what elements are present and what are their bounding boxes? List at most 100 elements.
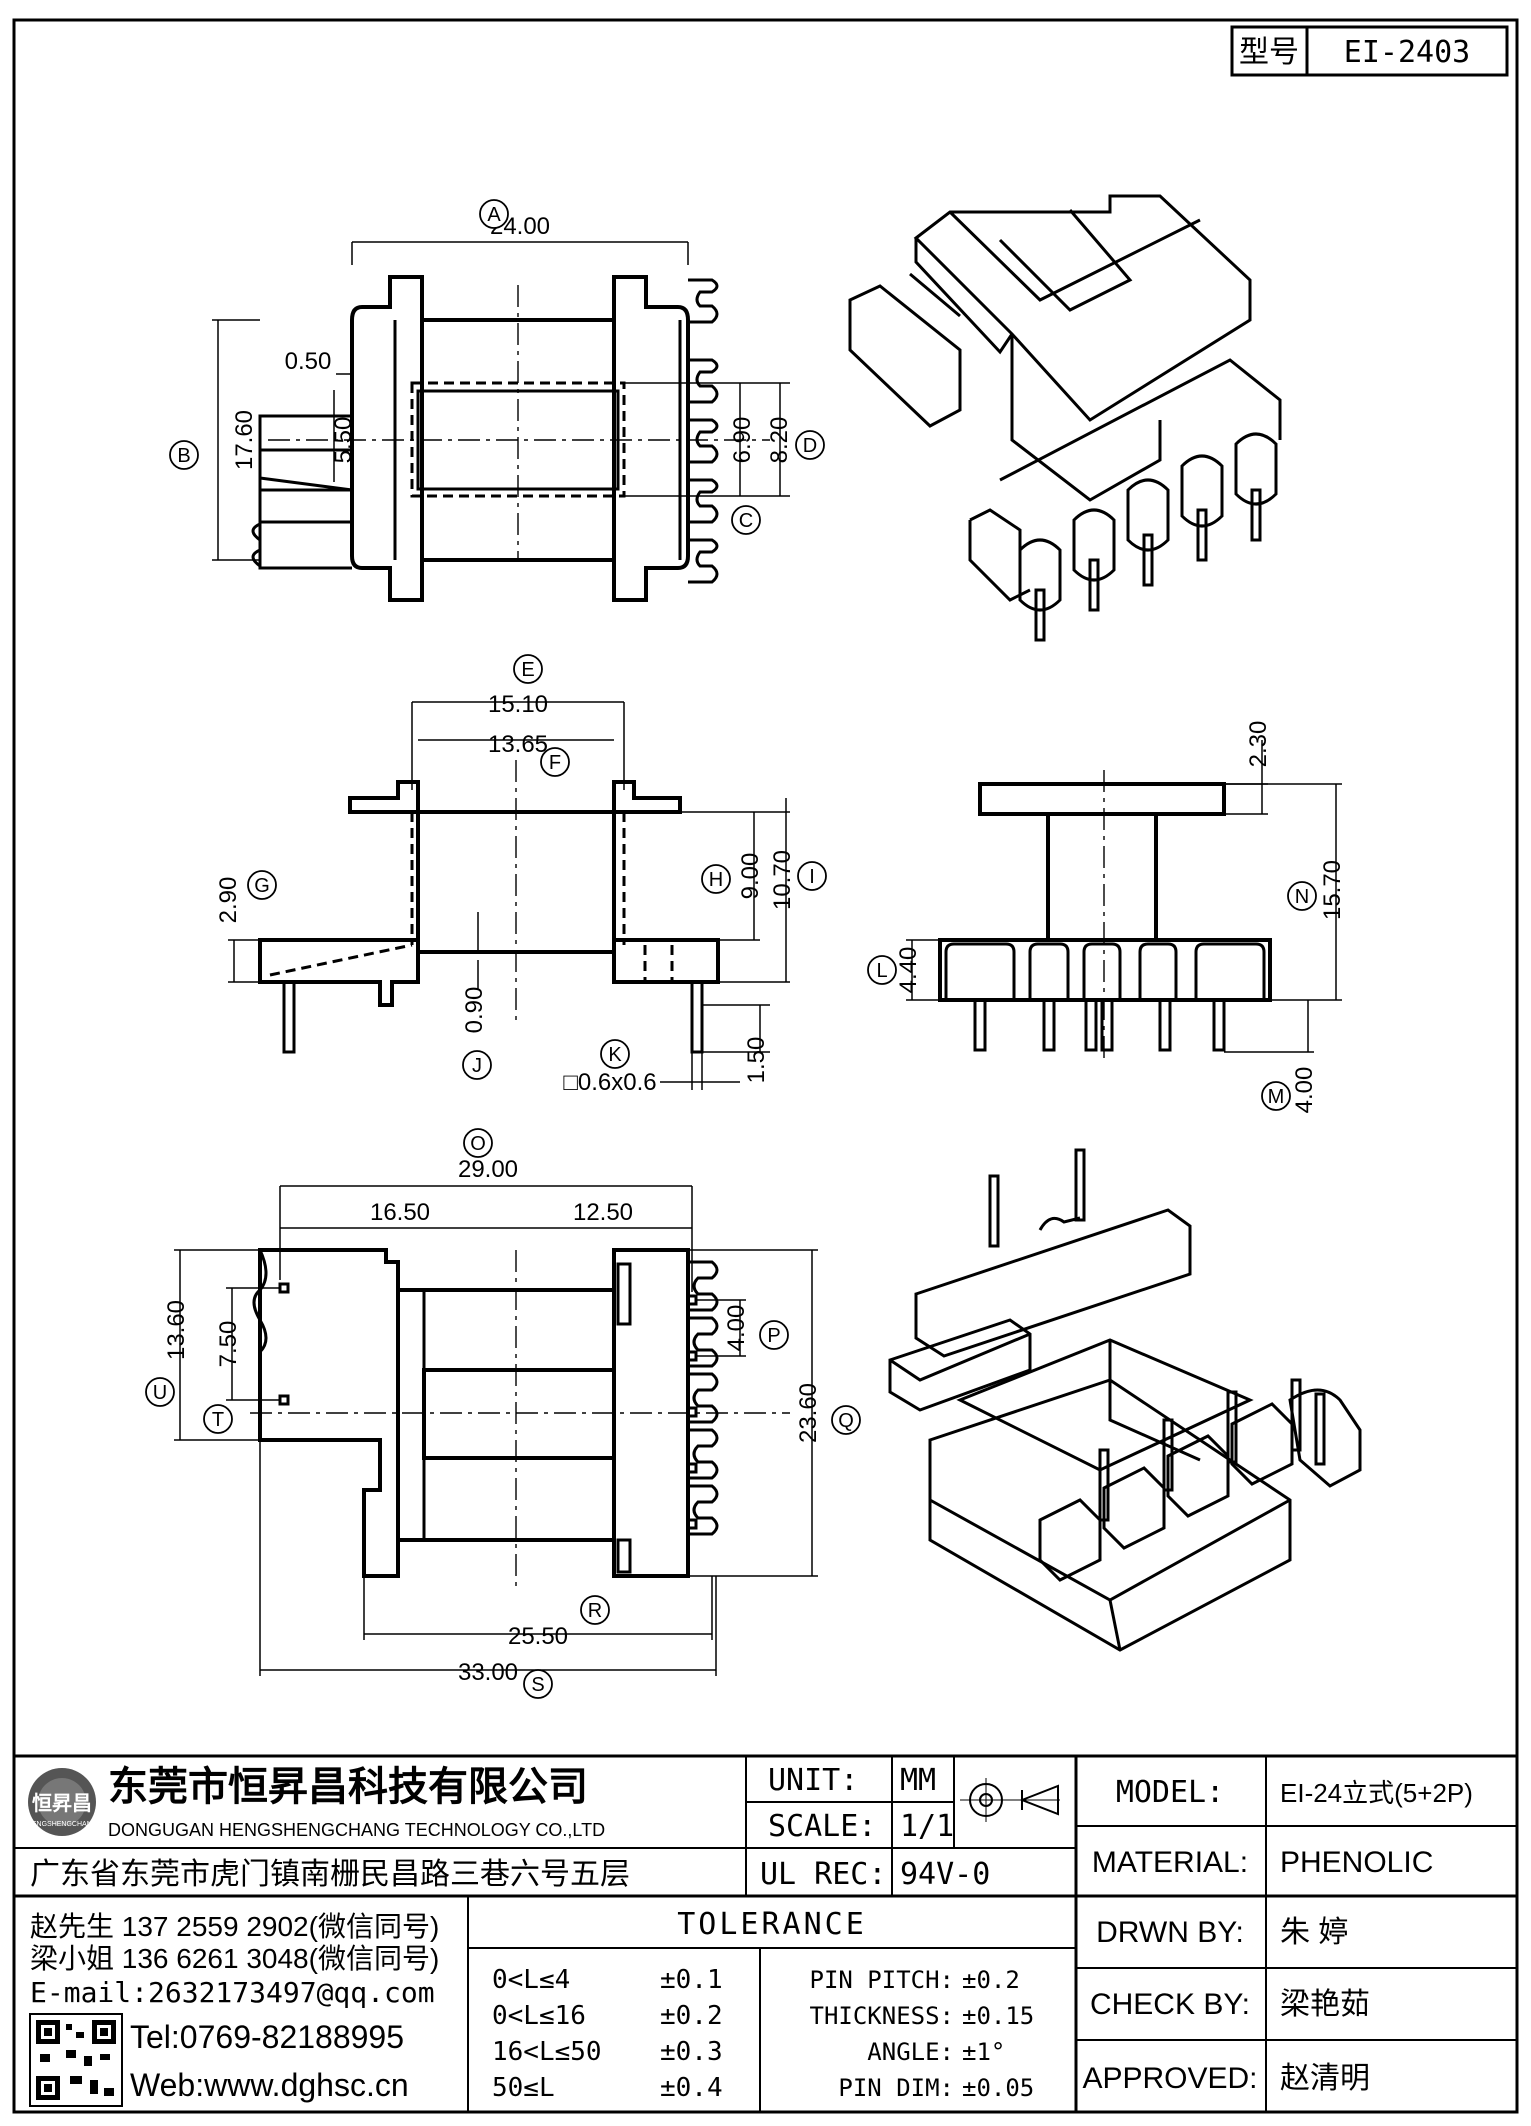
check-label: CHECK BY:: [1090, 1988, 1250, 2021]
tolerance-table: 0<L≤4±0.10<L≤16±0.216<L≤50±0.350≤L±0.4PI…: [492, 1965, 1034, 2103]
callout-letter: Q: [838, 1410, 854, 1432]
callout-g: G: [247, 870, 277, 900]
callout-letter: A: [487, 204, 501, 226]
callout-letter: P: [767, 1325, 780, 1347]
dim-O: 29.00: [458, 1156, 518, 1183]
dim-6-90: 6.90: [729, 417, 756, 464]
callout-c: C: [731, 505, 761, 535]
drawn-value: 朱 婷: [1280, 1916, 1348, 1949]
callout-letter: S: [531, 1674, 544, 1696]
tolerance-extra-value: ±0.2: [962, 1966, 1020, 1994]
company-logo: 恒昇昌 HENGSHENGCHANG: [27, 1768, 97, 1836]
company-name-cn: 东莞市恒昇昌科技有限公司: [108, 1765, 588, 1809]
callout-letter: G: [254, 875, 270, 897]
tolerance-value: ±0.1: [660, 1965, 723, 1995]
tolerance-title: TOLERANCE: [677, 1907, 867, 1942]
tolerance-value: ±0.3: [660, 2037, 723, 2067]
model-label: MODEL:: [1116, 1775, 1224, 1810]
dim-L: 4.40: [895, 947, 922, 994]
tolerance-range: 0<L≤16: [492, 2001, 586, 2031]
callout-d: D: [795, 430, 825, 460]
model-value: EI-24立式(5+2P): [1280, 1778, 1473, 1808]
dim-5-50: 5.50: [330, 417, 357, 464]
tolerance-extra-value: ±0.15: [962, 2002, 1034, 2030]
company-address: 广东省东莞市虎门镇南栅民昌路三巷六号五层: [30, 1858, 630, 1891]
scale-value: 1/1: [900, 1809, 954, 1844]
callout-n: N: [1287, 881, 1317, 911]
title-block: 恒昇昌 HENGSHENGCHANG 东莞市恒昇昌科技有限公司 DONGUGAN…: [14, 1754, 1517, 2112]
unit-value: MM: [900, 1763, 936, 1798]
callout-letter: I: [809, 866, 815, 888]
drawn-label: DRWN BY:: [1096, 1916, 1244, 1949]
contact-line-2: 梁小姐 136 6261 3048(微信同号): [30, 1943, 439, 1974]
callout-r: R: [580, 1595, 610, 1625]
callout-q: Q: [831, 1405, 861, 1435]
tolerance-extra-value: ±1°: [962, 2038, 1005, 2066]
dim-Q: 23.60: [795, 1383, 822, 1443]
dim-M: 4.00: [1291, 1067, 1318, 1114]
scale-label: SCALE:: [768, 1809, 876, 1844]
ulrec-label: UL REC:: [760, 1857, 886, 1892]
dim-16-50: 16.50: [370, 1199, 430, 1226]
callout-letter: T: [212, 1409, 224, 1431]
sheet-border: [12, 18, 1519, 2114]
callout-s: S: [523, 1669, 553, 1699]
tolerance-extra-label: THICKNESS:: [810, 2002, 955, 2030]
dim-P: 4.00: [723, 1305, 750, 1352]
approved-label: APPROVED:: [1082, 2062, 1257, 2095]
dim-U: 13.60: [163, 1300, 190, 1360]
dim-S: 33.00: [458, 1659, 518, 1686]
callout-i: I: [797, 861, 827, 891]
tolerance-value: ±0.4: [660, 2073, 723, 2103]
callout-letter: H: [709, 869, 723, 891]
dim-R: 25.50: [508, 1623, 568, 1650]
callout-letter: B: [177, 445, 190, 467]
dim-J: 0.90: [461, 987, 488, 1034]
type-value: EI-2403: [1344, 35, 1470, 70]
callout-letter: D: [803, 435, 817, 457]
isometric-view-top: [848, 194, 1282, 642]
callout-letter: N: [1295, 886, 1309, 908]
callout-letter: J: [472, 1055, 482, 1077]
tolerance-extra-label: PIN PITCH:: [810, 1966, 955, 1994]
callout-letter: C: [739, 510, 753, 532]
type-box: 型号 EI-2403: [1230, 25, 1509, 77]
dim-2-30: 2.30: [1245, 721, 1272, 768]
callout-f: F: [540, 747, 570, 777]
unit-label: UNIT:: [768, 1763, 858, 1798]
callout-e: E: [513, 654, 543, 684]
callout-letter: L: [876, 960, 887, 982]
callout-u: U: [145, 1377, 175, 1407]
callout-letter: O: [470, 1133, 486, 1155]
front-view: 15.10 13.65 2.90 9.00 10.70 0.90 □0.6x0.…: [215, 691, 796, 1096]
check-value: 梁艳茹: [1280, 1988, 1370, 2021]
tolerance-value: ±0.2: [660, 2001, 723, 2031]
callout-t: T: [203, 1404, 233, 1434]
callout-letter: E: [521, 659, 534, 681]
bottom-view: 29.00 16.50 12.50 13.60 7.50 4.00 23.60 …: [163, 1156, 822, 1686]
contact-email[interactable]: E-mail:2632173497@qq.com: [30, 1976, 435, 2009]
material-label: MATERIAL:: [1092, 1846, 1248, 1879]
side-view: 2.30 15.70 4.40 4.00: [895, 721, 1346, 1114]
dim-I: 10.70: [769, 850, 796, 910]
projection-symbol-icon: [960, 1778, 1060, 1822]
callout-letter: F: [549, 752, 561, 774]
callout-l: L: [867, 955, 897, 985]
contact-tel[interactable]: Tel:0769-82188995: [130, 2019, 404, 2055]
tolerance-extra-value: ±0.05: [962, 2074, 1034, 2102]
dim-E: 15.10: [488, 691, 548, 718]
dim-0-50: 0.50: [285, 348, 332, 375]
callout-o: O: [463, 1128, 493, 1158]
dim-8-20: 8.20: [766, 417, 793, 464]
tolerance-extra-label: PIN DIM:: [838, 2074, 954, 2102]
dim-T: 7.50: [215, 1321, 242, 1368]
dim-K2: 1.50: [743, 1037, 770, 1084]
dim-G: 2.90: [215, 877, 242, 924]
logo-text: 恒昇昌: [32, 1792, 92, 1815]
callout-k: K: [600, 1039, 630, 1069]
top-view: 24.00 17.60 6.90 8.20 0.50 5.50: [212, 213, 793, 602]
callout-letter: U: [153, 1382, 167, 1404]
contact-web[interactable]: Web:www.dghsc.cn: [130, 2067, 409, 2103]
